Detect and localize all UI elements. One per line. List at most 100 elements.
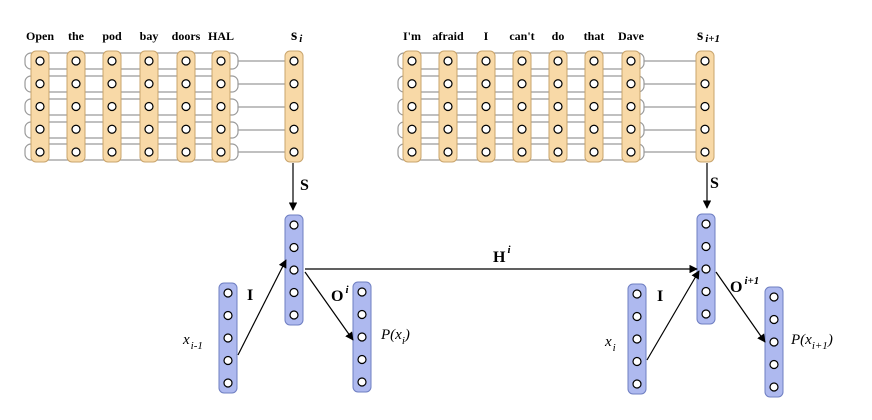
neuron-node	[107, 79, 117, 89]
neuron-node	[407, 79, 417, 89]
neuron-node	[553, 79, 563, 89]
neuron-node	[35, 79, 45, 89]
neuron-node	[144, 147, 154, 157]
neuron-node	[626, 101, 636, 112]
neuron-node	[289, 265, 299, 275]
word-label: afraid	[432, 29, 464, 43]
neuron-node	[481, 56, 491, 66]
neuron-node	[701, 219, 711, 229]
neuron-node	[553, 101, 563, 112]
neuron-node	[517, 147, 527, 157]
neuron-node	[181, 147, 191, 157]
word-label: can't	[509, 29, 534, 43]
neuron-node	[223, 310, 233, 321]
neuron-node	[407, 147, 417, 157]
i-matrix-label-left: I	[247, 287, 253, 304]
neuron-node	[216, 101, 226, 112]
i-arrow-left	[237, 259, 287, 356]
sentence-vector-column	[695, 50, 715, 163]
neuron-node	[107, 147, 117, 157]
neuron-node	[144, 124, 154, 134]
neuron-node	[289, 287, 299, 298]
neuron-node	[407, 56, 417, 66]
neuron-node	[626, 124, 636, 134]
neuron-node	[223, 288, 233, 298]
s-matrix-label-left: S	[300, 177, 309, 194]
neuron-node	[144, 79, 154, 89]
neuron-node	[700, 147, 710, 157]
neuron-node	[357, 309, 367, 320]
word-vector-column	[438, 50, 458, 163]
neuron-node	[589, 56, 599, 66]
neuron-node	[357, 354, 367, 365]
neuron-node	[289, 242, 299, 253]
word-label: I'm	[403, 29, 421, 43]
output-vector-column-right	[764, 286, 784, 398]
neuron-node	[144, 101, 154, 112]
neuron-node	[289, 147, 299, 157]
hidden-state-column-left	[284, 214, 304, 326]
word-vector-column	[176, 50, 196, 163]
neuron-node	[71, 124, 81, 134]
neuron-node	[35, 56, 45, 66]
word-vector-column	[66, 50, 86, 163]
word-label: do	[552, 29, 565, 43]
neuron-node	[289, 220, 299, 230]
neuron-node	[181, 124, 191, 134]
neuron-node	[517, 101, 527, 112]
neuron-node	[632, 379, 642, 389]
neuron-node	[357, 332, 367, 342]
neuron-node	[701, 286, 711, 297]
neuron-node	[289, 56, 299, 66]
neuron-node	[223, 333, 233, 343]
word-row-box	[24, 143, 239, 161]
neuron-node	[181, 101, 191, 112]
word-vector-column	[30, 50, 50, 163]
neuron-node	[443, 147, 453, 157]
neuron-node	[700, 101, 710, 112]
neuron-node	[481, 147, 491, 157]
word-row-box	[24, 98, 239, 116]
word-vector-column	[476, 50, 496, 163]
neuron-node	[632, 311, 642, 322]
word-label: HAL	[208, 29, 234, 43]
neuron-node	[632, 356, 642, 367]
neuron-node	[443, 56, 453, 66]
word-label: pod	[102, 29, 122, 43]
neuron-node	[769, 337, 779, 347]
o-arrow-right	[715, 271, 766, 343]
neuron-node	[35, 101, 45, 112]
word-label: that	[584, 29, 605, 43]
neuron-node	[216, 79, 226, 89]
neuron-node	[701, 241, 711, 252]
neuron-node	[289, 124, 299, 134]
neuron-node	[357, 377, 367, 387]
word-label: Dave	[618, 29, 645, 43]
word-vector-column	[548, 50, 568, 163]
word-row-box	[24, 121, 239, 139]
neuron-node	[553, 124, 563, 134]
word-label: Open	[26, 29, 54, 43]
neuron-node	[481, 79, 491, 89]
hidden-state-column-right	[696, 213, 716, 325]
neuron-node	[407, 101, 417, 112]
word-label: bay	[140, 29, 159, 43]
neuron-node	[357, 287, 367, 297]
neuron-node	[589, 79, 599, 89]
input-label-left: xi-1	[182, 332, 203, 352]
neuron-node	[517, 124, 527, 134]
neuron-node	[589, 147, 599, 157]
word-label: I	[484, 29, 489, 43]
neuron-node	[407, 124, 417, 134]
neuron-node	[289, 101, 299, 112]
neuron-node	[35, 147, 45, 157]
neuron-node	[181, 79, 191, 89]
i-arrow-right	[646, 270, 700, 361]
word-vector-column	[512, 50, 532, 163]
neuron-node	[481, 101, 491, 112]
